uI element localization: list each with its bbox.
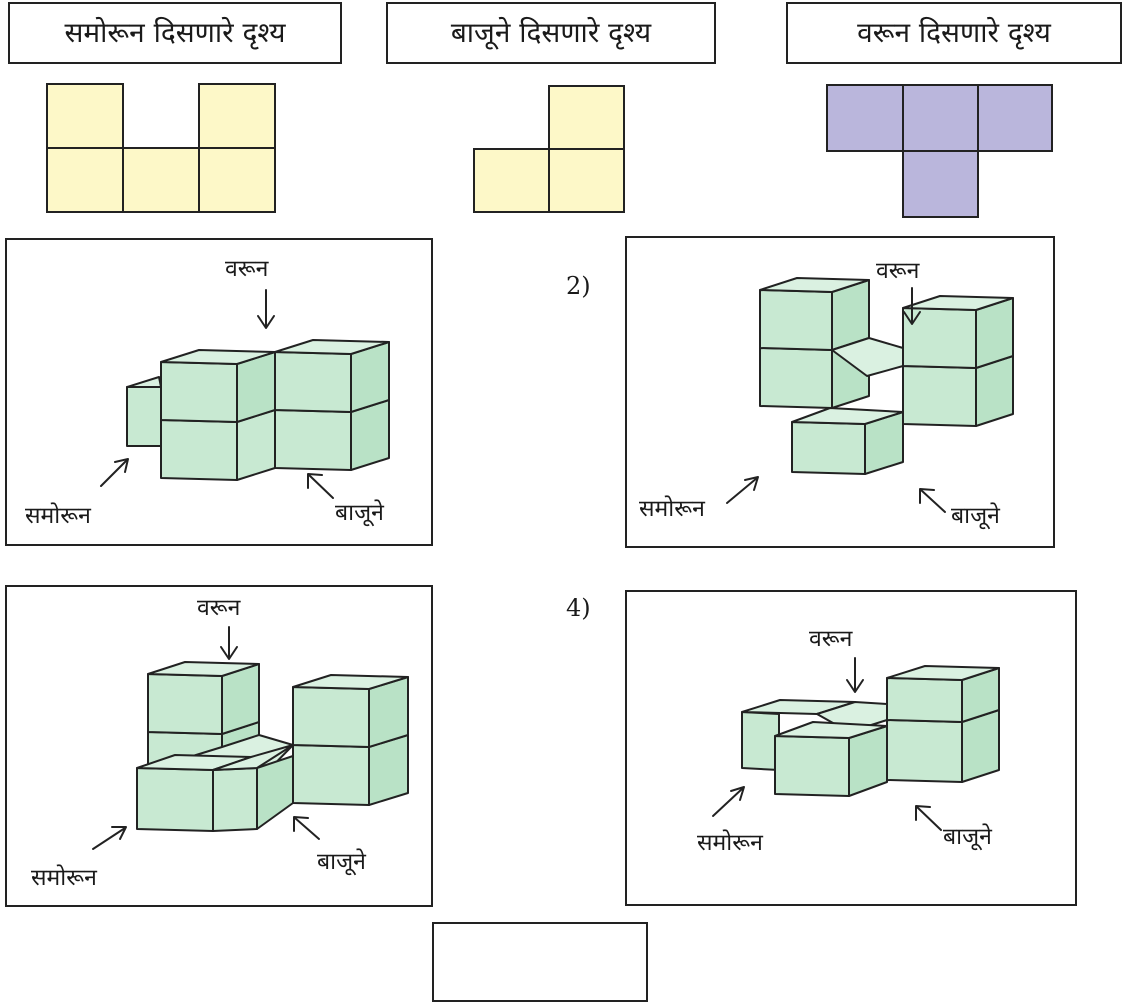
side-view-square — [473, 148, 550, 213]
cube-face — [791, 407, 904, 425]
side-view-square — [548, 148, 625, 213]
cube-face — [160, 361, 238, 423]
front-arrow — [726, 477, 758, 504]
front-arrow — [712, 787, 744, 817]
front-arrow-head — [744, 476, 759, 491]
cube-face — [256, 755, 294, 830]
side-direction-label: बाजूने — [951, 502, 1001, 530]
front-direction-label: समोरून — [697, 829, 764, 856]
cube-face — [886, 719, 963, 783]
front-arrow — [92, 827, 126, 850]
side-view-label: बाजूने दिसणारे दृश्य — [386, 2, 716, 64]
cube-face — [902, 307, 977, 369]
front-view-square — [122, 147, 200, 213]
top-view-square — [826, 84, 904, 152]
cube-face — [759, 289, 833, 351]
side-arrow-head — [919, 488, 935, 504]
top-direction-label: वरून — [197, 595, 242, 621]
side-direction-label: बाजूने — [943, 823, 993, 851]
cube-face — [147, 673, 223, 735]
option-4-cube-figure: वरून समोरून बाजूने — [697, 626, 1000, 856]
cube-face — [136, 767, 214, 832]
side-arrow-head — [915, 805, 931, 821]
side-arrow-head — [307, 473, 323, 489]
cube-face — [292, 674, 409, 690]
top-arrow-head — [257, 315, 275, 329]
top-view-square — [902, 84, 979, 152]
cube-face — [126, 386, 162, 447]
cube-face — [292, 686, 370, 748]
cube-face — [147, 661, 260, 677]
cube-face — [274, 339, 390, 355]
side-direction-label: बाजूने — [335, 499, 385, 527]
top-direction-label: वरून — [876, 258, 921, 284]
front-view-square — [46, 147, 124, 213]
option-1-cube-figure: वरून समोरून बाजूने — [25, 256, 390, 529]
top-direction-label: वरून — [225, 256, 270, 282]
top-arrow-head — [846, 679, 864, 693]
front-view-square — [46, 83, 124, 149]
cube-face — [886, 677, 963, 723]
cube-face — [902, 295, 1014, 311]
top-arrow-head — [220, 646, 238, 660]
cube-face — [160, 419, 238, 481]
side-arrow — [294, 817, 320, 840]
front-direction-label: समोरून — [639, 495, 706, 522]
front-arrow — [100, 459, 128, 487]
top-view-square — [902, 150, 979, 218]
answer-box[interactable] — [432, 922, 648, 1002]
side-arrow — [920, 489, 946, 513]
front-arrow-head — [111, 826, 127, 840]
front-view-shape — [46, 83, 276, 213]
front-view-square — [198, 147, 276, 213]
cube-face — [759, 347, 833, 409]
cube-face — [831, 337, 904, 377]
cube-face — [886, 665, 1000, 681]
top-view-shape — [826, 84, 1053, 218]
side-view-square — [548, 85, 625, 150]
top-view-square — [977, 84, 1053, 152]
top-direction-label: वरून — [809, 626, 854, 652]
cube-face — [741, 711, 780, 771]
option-4-number: 4) — [566, 594, 591, 622]
front-direction-label: समोरून — [25, 502, 92, 529]
side-direction-label: बाजूने — [317, 848, 367, 876]
cube-face — [274, 351, 352, 413]
top-arrow-head — [903, 311, 921, 325]
cube-face — [791, 421, 866, 475]
option-2-panel[interactable]: वरून समोरून बाजूने — [625, 236, 1055, 548]
cube-face — [759, 277, 870, 293]
option-3-panel[interactable]: वरून समोरून बाजूने — [5, 585, 433, 907]
option-2-cube-figure: वरून समोरून बाजूने — [639, 258, 1014, 530]
cube-face — [212, 744, 294, 771]
front-arrow-head — [114, 458, 129, 473]
cube-face — [292, 744, 370, 806]
side-arrow-head — [293, 816, 309, 832]
option-2-number: 2) — [566, 272, 591, 300]
top-view-label: वरून दिसणारे दृश्य — [786, 2, 1122, 64]
cube-face — [212, 767, 258, 832]
option-3-cube-figure: वरून समोरून बाजूने — [31, 595, 409, 891]
side-arrow — [308, 474, 334, 499]
option-4-panel[interactable]: वरून समोरून बाजूने — [625, 590, 1077, 906]
front-view-label: समोरून दिसणारे दृश्य — [8, 2, 342, 64]
side-view-shape — [473, 85, 625, 213]
cube-face — [902, 365, 977, 427]
cube-face — [774, 735, 850, 797]
cube-face — [126, 376, 162, 388]
side-arrow — [916, 806, 942, 831]
front-direction-label: समोरून — [31, 864, 98, 891]
cube-face — [774, 721, 888, 739]
front-view-square — [198, 83, 276, 149]
front-arrow-head — [730, 786, 745, 801]
option-1-panel[interactable]: वरून समोरून बाजूने — [5, 238, 433, 546]
cube-face — [274, 409, 352, 471]
